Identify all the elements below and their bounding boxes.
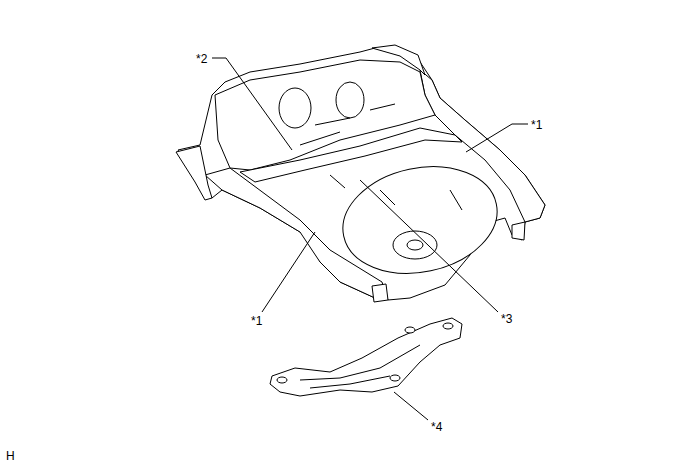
mount-hole [277, 377, 287, 383]
floor-detail [300, 104, 462, 210]
rear-crossmember [270, 318, 462, 396]
leader-line [212, 58, 292, 150]
spare-tire-well [333, 153, 507, 287]
callout-number: *1 [530, 118, 543, 132]
callout-number: *1 [250, 314, 263, 328]
callout-number: *4 [430, 420, 443, 434]
floor-pan-outline [178, 48, 545, 300]
crossmember-detail [300, 345, 420, 388]
rail-bracket [372, 284, 388, 302]
mount-hole [390, 375, 400, 381]
floor-hole [336, 82, 364, 118]
mount-hole [405, 327, 415, 333]
right-tower [372, 45, 425, 75]
callout-number: *3 [500, 312, 513, 326]
spare-tire-hole [407, 240, 423, 250]
rear-panel [215, 60, 435, 170]
leader-line [394, 392, 428, 420]
leader-line [466, 124, 528, 152]
left-quarter-piece [176, 146, 212, 200]
rail-bracket [512, 222, 525, 240]
page-mark: H [5, 449, 16, 463]
callout-number: *2 [195, 52, 208, 66]
mount-hole [443, 323, 453, 329]
leader-line [262, 232, 315, 312]
leader-line [360, 180, 498, 312]
floor-hole [279, 88, 311, 128]
spare-tire-inner [393, 231, 437, 259]
